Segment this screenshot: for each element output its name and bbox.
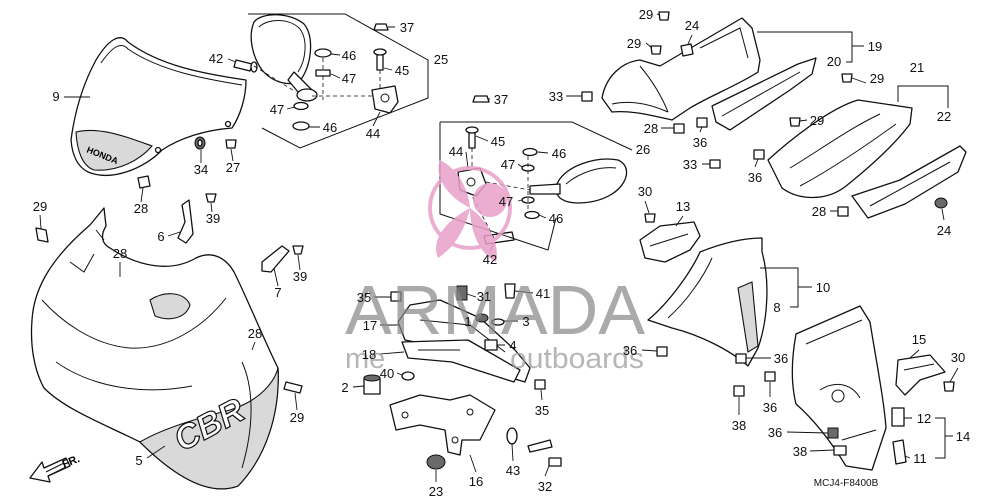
callout-number: 35	[357, 290, 371, 305]
callout-number: 7	[274, 285, 281, 300]
callout-number: 21	[910, 60, 924, 75]
callout-number: 37	[400, 20, 414, 35]
callout-number: 46	[323, 120, 337, 135]
callout-number: 20	[827, 54, 841, 69]
callout-number: 36	[763, 400, 777, 415]
callout-number: 28	[812, 204, 826, 219]
callout-number: 15	[912, 332, 926, 347]
washer-icon	[314, 48, 332, 58]
nut-icon	[315, 69, 331, 77]
callout-number: 1	[464, 314, 471, 329]
callout-number: 39	[293, 269, 307, 284]
callout-number: 12	[917, 411, 931, 426]
callout-number: 29	[639, 7, 653, 22]
callout-number: 25	[434, 52, 448, 67]
callout-number: 28	[134, 201, 148, 216]
callout-number: 13	[676, 199, 690, 214]
callout-number: 9	[52, 89, 59, 104]
callout-number: 17	[363, 318, 377, 333]
mirror-assembly-center	[439, 95, 633, 251]
callout-number: 41	[536, 286, 550, 301]
callout-number: 44	[366, 126, 380, 141]
callout-number: 45	[395, 63, 409, 78]
middle-cowl	[639, 213, 812, 397]
callout-number: 6	[157, 229, 164, 244]
lower-side-panel	[791, 305, 955, 471]
callout-number: 39	[206, 211, 220, 226]
callout-number: 29	[290, 410, 304, 425]
inner-panel-upper	[581, 11, 853, 131]
callout-number: 47	[501, 157, 515, 172]
diagram-code: MCJ4-F8400B	[814, 478, 879, 489]
callout-number: 29	[627, 36, 641, 51]
callout-number: 23	[429, 484, 443, 499]
callout-number: 26	[636, 142, 650, 157]
windscreen: HONDA	[70, 37, 247, 176]
callout-number: 28	[644, 121, 658, 136]
callout-number: 10	[816, 280, 830, 295]
callout-number: 30	[951, 350, 965, 365]
inner-panel-lower	[673, 31, 967, 219]
direction-label: FR.	[61, 453, 82, 471]
callout-number: 5	[135, 453, 142, 468]
callout-number: 43	[506, 463, 520, 478]
callout-number: 44	[449, 144, 463, 159]
callout-number: 33	[549, 89, 563, 104]
callout-number: 2	[341, 380, 348, 395]
upper-cowl: CBR	[30, 207, 279, 490]
callout-number: 31	[477, 289, 491, 304]
watermark-logo-icon	[428, 160, 512, 262]
callout-number: 24	[937, 223, 951, 238]
watermark-tagline-end: outboards	[510, 343, 644, 375]
callout-number: 36	[768, 425, 782, 440]
watermark-tagline-start: me	[345, 343, 385, 375]
callout-number: 29	[870, 71, 884, 86]
callout-number: 38	[732, 418, 746, 433]
callout-number: 36	[693, 135, 707, 150]
callout-number: 8	[773, 300, 780, 315]
callout-number: 47	[342, 71, 356, 86]
callout-number: 37	[494, 92, 508, 107]
callout-number: 24	[685, 18, 699, 33]
callout-number: 38	[793, 444, 807, 459]
callout-number: 19	[868, 39, 882, 54]
mirror-assembly-upper	[233, 13, 429, 149]
callout-number: 46	[549, 211, 563, 226]
callout-number: 47	[270, 102, 284, 117]
callout-number: 46	[342, 48, 356, 63]
callout-number: 18	[362, 347, 376, 362]
front-direction-arrow-icon: FR.	[29, 453, 82, 483]
callout-number: 33	[683, 157, 697, 172]
callout-number: 34	[194, 162, 208, 177]
callout-number: 4	[509, 338, 516, 353]
callout-number: 29	[810, 113, 824, 128]
callout-number: 45	[491, 134, 505, 149]
cowl-stay-assembly	[363, 283, 562, 470]
leader-lines	[39, 13, 959, 482]
callout-number: 36	[748, 170, 762, 185]
callout-number: 28	[113, 246, 127, 261]
callout-number: 27	[226, 160, 240, 175]
callout-number: 36	[774, 351, 788, 366]
callout-number: 36	[623, 343, 637, 358]
callout-number: 16	[469, 474, 483, 489]
callout-number: 3	[522, 314, 529, 329]
callout-number: 29	[33, 199, 47, 214]
callout-number: 14	[956, 429, 970, 444]
watermark-brand: ARMADA	[345, 271, 645, 349]
callout-number: 30	[638, 184, 652, 199]
watermark: ARMADA me outboards	[345, 160, 645, 375]
callout-number: 47	[499, 194, 513, 209]
callout-number: 22	[937, 109, 951, 124]
callout-number: 28	[248, 326, 262, 341]
callout-number: 42	[209, 51, 223, 66]
callout-number: 32	[538, 479, 552, 494]
callout-number: 46	[552, 146, 566, 161]
callout-number: 11	[913, 451, 927, 466]
callout-number: 42	[483, 252, 497, 267]
callout-number: 35	[535, 403, 549, 418]
callout-number: 40	[380, 366, 394, 381]
